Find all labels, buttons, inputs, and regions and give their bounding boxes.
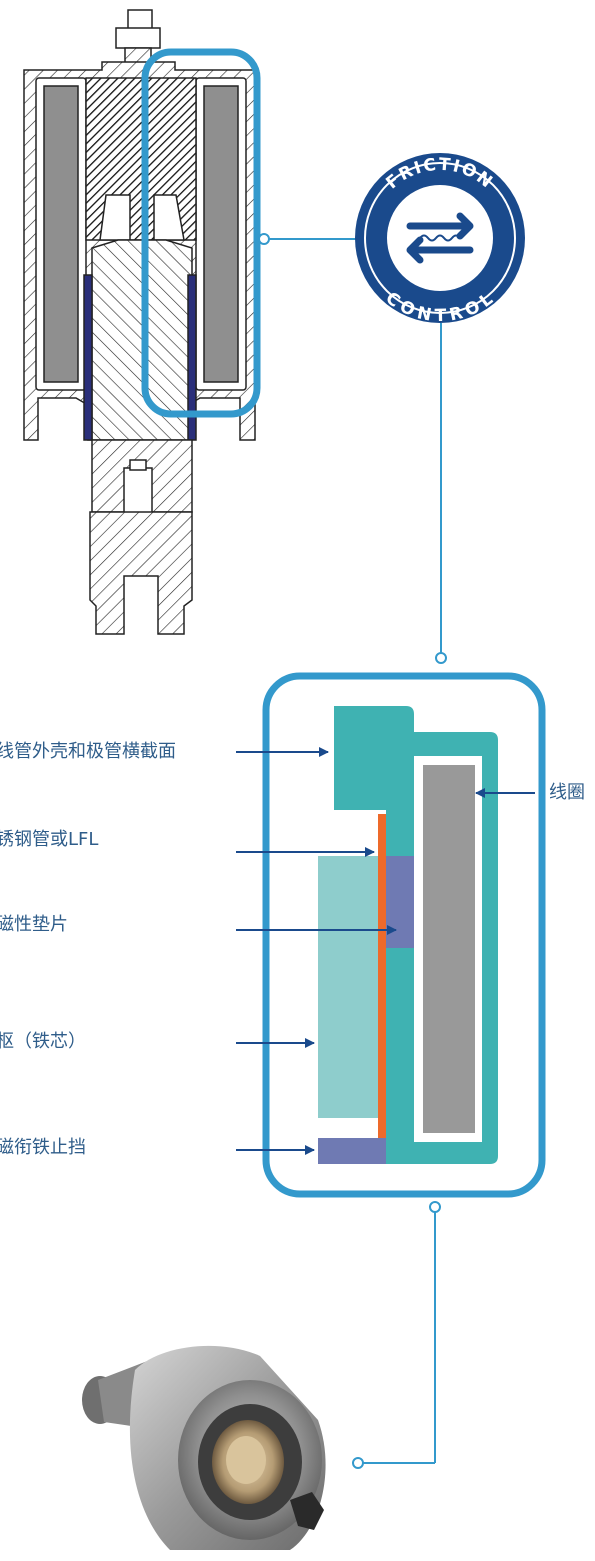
connector-dot-bottom [429,1201,441,1213]
label-tube: 锈钢管或LFL [0,829,99,850]
stop-block [318,1138,386,1164]
tube-strip [378,814,386,1138]
solenoid-photo [82,1345,326,1550]
label-coil: 线圈 [549,782,585,803]
cavity-right [153,194,185,241]
friction-control-badge: FRICTION CONTROL [355,153,525,326]
valve-end [89,511,193,635]
label-shim: 磁性垫片 [0,914,68,935]
label-armature: 枢（铁芯） [0,1031,86,1052]
armature-block [318,856,378,1118]
detail-diagram [318,706,498,1164]
connector-dot [258,233,270,245]
connector-dot-top [435,652,447,664]
coil-left [43,85,79,383]
shim-block [386,856,414,948]
bidirectional-arrows-wave-icon [406,212,474,264]
terminal-cap [127,9,153,31]
terminal-nut [115,27,161,49]
connector-dot-photo [352,1457,364,1469]
highlight-frame [141,48,261,418]
label-housing: 线管外壳和极管横截面 [0,741,176,762]
coil-block [423,765,475,1133]
label-stop: 磁衔铁止挡 [0,1137,86,1158]
solenoid-cross-section [23,9,256,635]
coil-right [203,85,239,383]
label-arrows [236,747,535,1155]
tube-left [83,274,93,441]
cavity-left [99,194,131,241]
